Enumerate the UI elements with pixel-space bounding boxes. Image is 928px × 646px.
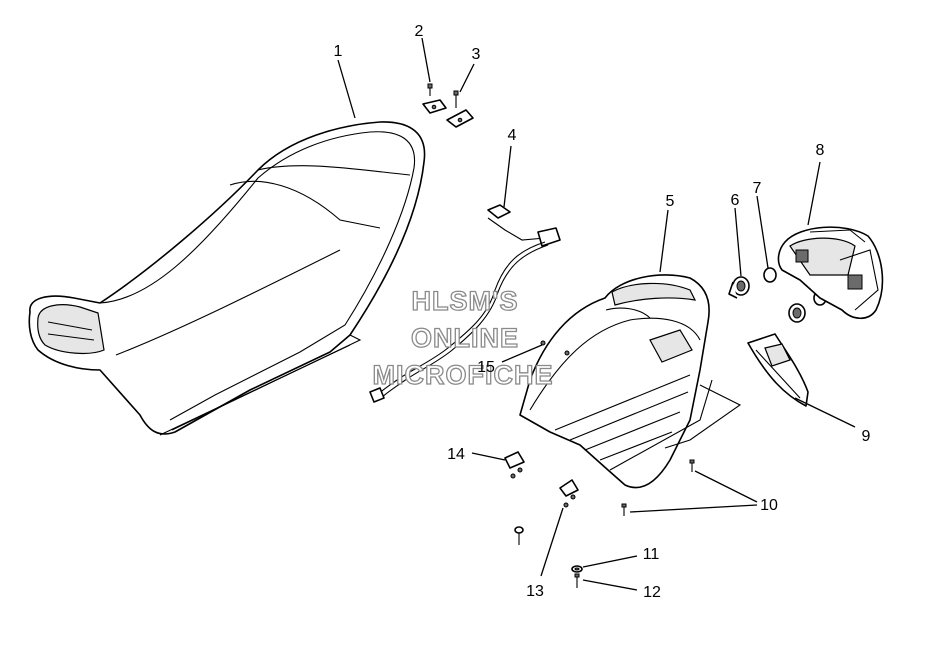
callout-labels: 1 2 3 4 5 6 7 8 9 10 11 12 13 14 15 [334,23,871,601]
watermark: HLSM'S ONLINE MICROFICHE [372,285,554,390]
socket-part-6b[interactable] [788,303,806,323]
seat-part[interactable] [28,121,426,436]
callout-9: 9 [862,428,871,445]
watermark-line-3: MICROFICHE [373,360,554,390]
callout-2: 2 [415,23,424,40]
callout-15: 15 [477,359,495,376]
watermark-line-1: HLSM'S [412,286,519,316]
callout-5: 5 [666,193,675,210]
clip-part-13[interactable] [559,479,579,508]
clip-part-14[interactable] [504,451,525,479]
callout-4: 4 [508,127,517,144]
washer-part-11[interactable] [571,565,583,573]
callout-13: 13 [526,583,544,600]
callout-12: 12 [643,584,661,601]
wire-harness-part[interactable] [369,204,561,403]
rear-cowl-part[interactable] [519,274,742,489]
callout-7: 7 [753,180,762,197]
callout-1: 1 [334,43,343,60]
callout-10: 10 [760,497,778,514]
bolt-part-2[interactable] [422,83,447,114]
callout-8: 8 [816,142,825,159]
screw-part-10[interactable] [621,459,695,516]
watermark-line-2: ONLINE [411,323,519,353]
callout-11: 11 [643,546,660,563]
screw-part-12[interactable] [574,573,580,588]
grommet-part-15[interactable] [540,340,570,356]
callout-3: 3 [472,46,481,63]
tail-light-part[interactable] [777,226,884,320]
callout-6: 6 [731,192,740,209]
screw-part-14b[interactable] [514,526,524,545]
reflector-part[interactable] [747,333,809,407]
leader-lines [337,37,856,591]
bracket-part-3[interactable] [446,90,474,128]
callout-14: 14 [447,446,465,463]
socket-part-6[interactable] [728,276,750,299]
